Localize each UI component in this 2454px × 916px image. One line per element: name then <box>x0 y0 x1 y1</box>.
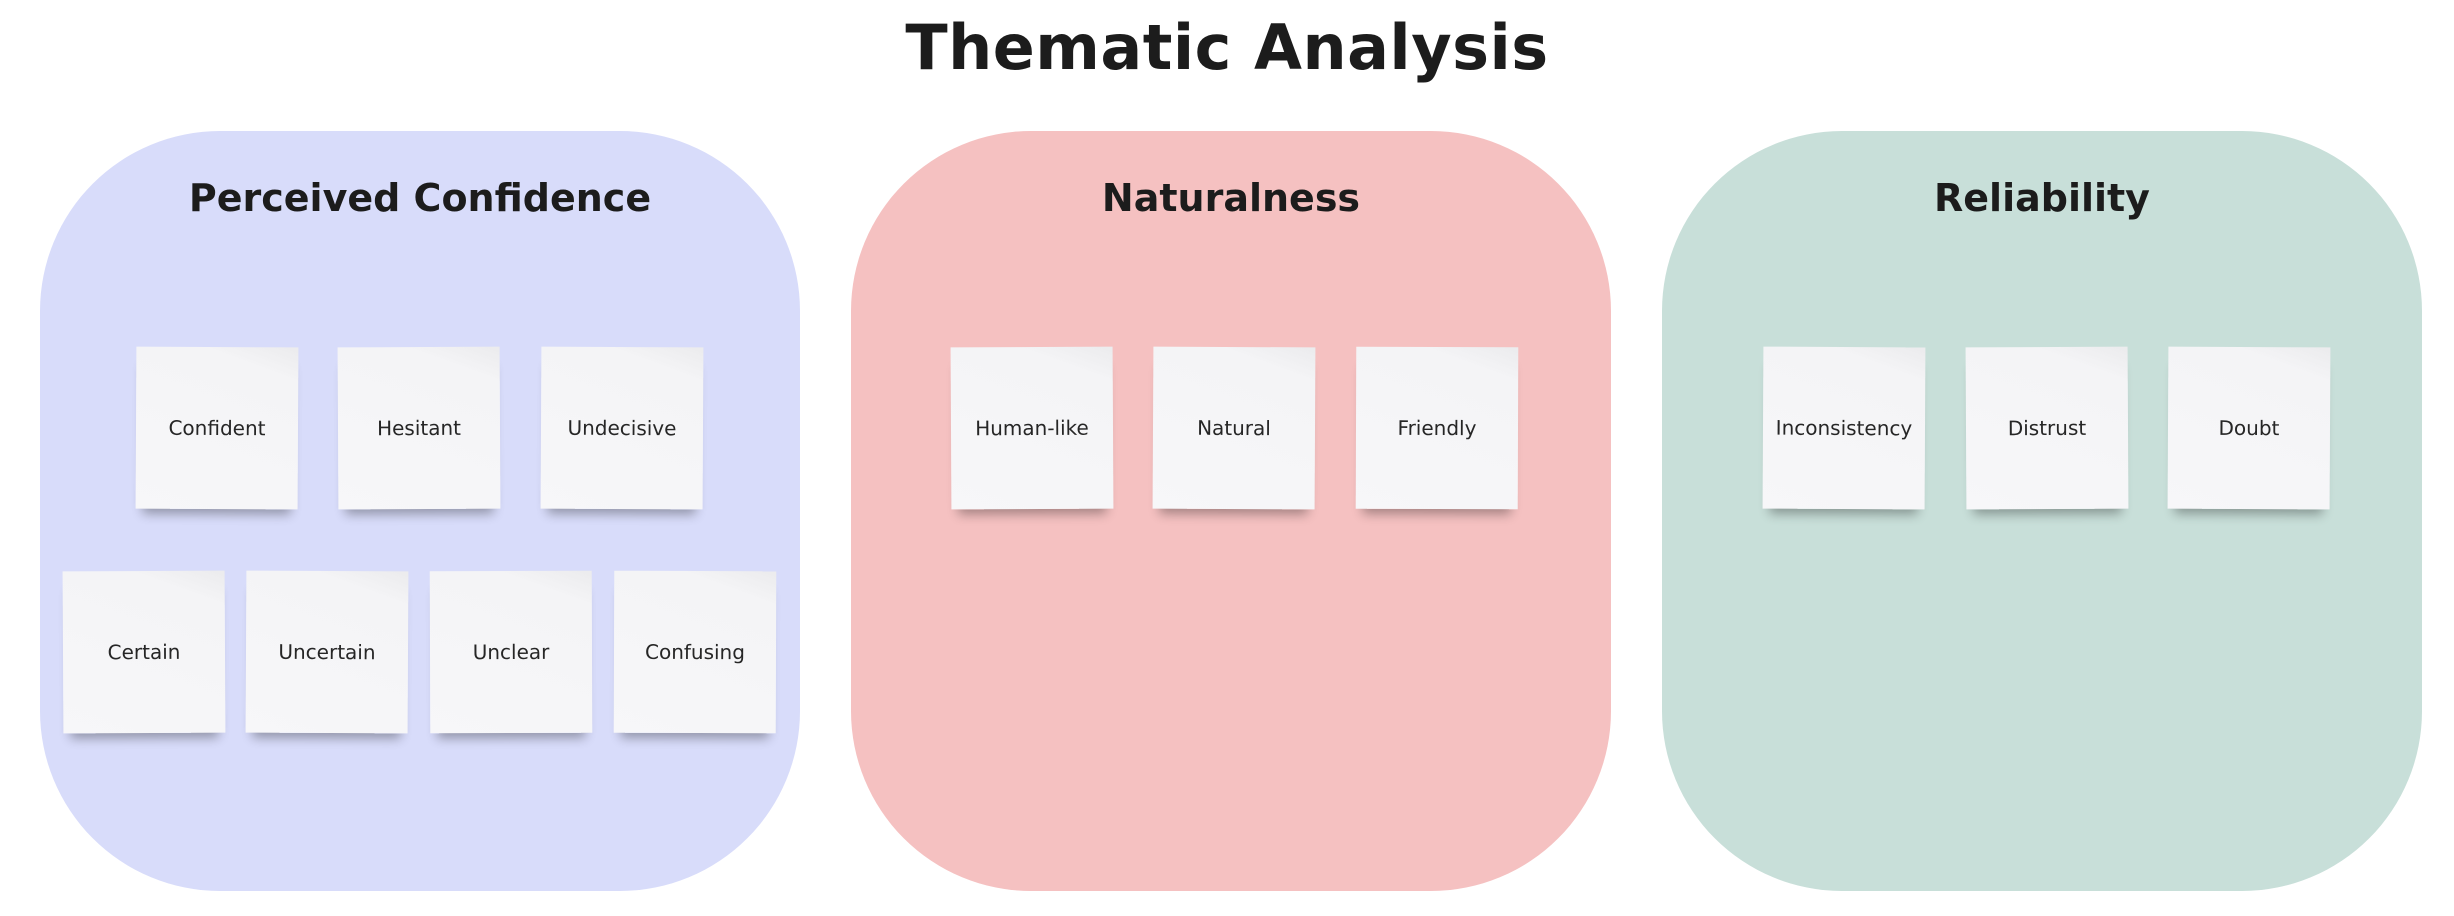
sticky-note[interactable]: Certain <box>62 570 226 734</box>
cluster-perceived-confidence[interactable]: Perceived Confidence Confident Hesitant … <box>40 131 800 891</box>
sticky-note[interactable]: Hesitant <box>337 346 501 510</box>
sticky-note-label: Natural <box>1197 415 1271 441</box>
sticky-note[interactable]: Distrust <box>1965 346 2129 510</box>
sticky-note-label: Inconsistency <box>1775 415 1913 441</box>
cluster-title: Perceived Confidence <box>188 176 652 220</box>
board-title: Thematic Analysis <box>905 11 1549 84</box>
sticky-note[interactable]: Inconsistency <box>1762 346 1926 510</box>
sticky-note-label: Doubt <box>2218 415 2280 441</box>
sticky-note[interactable]: Natural <box>1152 346 1316 510</box>
sticky-note[interactable]: Confusing <box>613 570 777 734</box>
sticky-note[interactable]: Uncertain <box>245 570 409 734</box>
sticky-note-label: Confident <box>168 415 266 441</box>
cluster-title: Naturalness <box>1101 176 1361 220</box>
sticky-note-label: Unclear <box>472 639 550 665</box>
sticky-note-label: Distrust <box>2007 415 2087 441</box>
sticky-note-label: Certain <box>107 639 181 665</box>
sticky-note[interactable]: Friendly <box>1355 346 1519 510</box>
sticky-note-label: Confusing <box>644 639 746 665</box>
cluster-title: Reliability <box>1934 176 2150 220</box>
sticky-note-label: Friendly <box>1397 415 1477 441</box>
sticky-note-label: Human-like <box>975 415 1089 441</box>
sticky-note[interactable]: Confident <box>135 346 299 510</box>
cluster-naturalness[interactable]: Naturalness Human-like Natural Friendly <box>851 131 1611 891</box>
cluster-reliability[interactable]: Reliability Inconsistency Distrust Doubt <box>1662 131 2422 891</box>
sticky-note-label: Uncertain <box>278 639 376 665</box>
sticky-note-label: Hesitant <box>376 415 462 441</box>
sticky-note[interactable]: Doubt <box>2167 346 2331 510</box>
sticky-note-label: Undecisive <box>567 415 677 441</box>
sticky-note[interactable]: Unclear <box>429 570 593 734</box>
sticky-note[interactable]: Human-like <box>950 346 1114 510</box>
sticky-note[interactable]: Undecisive <box>540 346 704 510</box>
